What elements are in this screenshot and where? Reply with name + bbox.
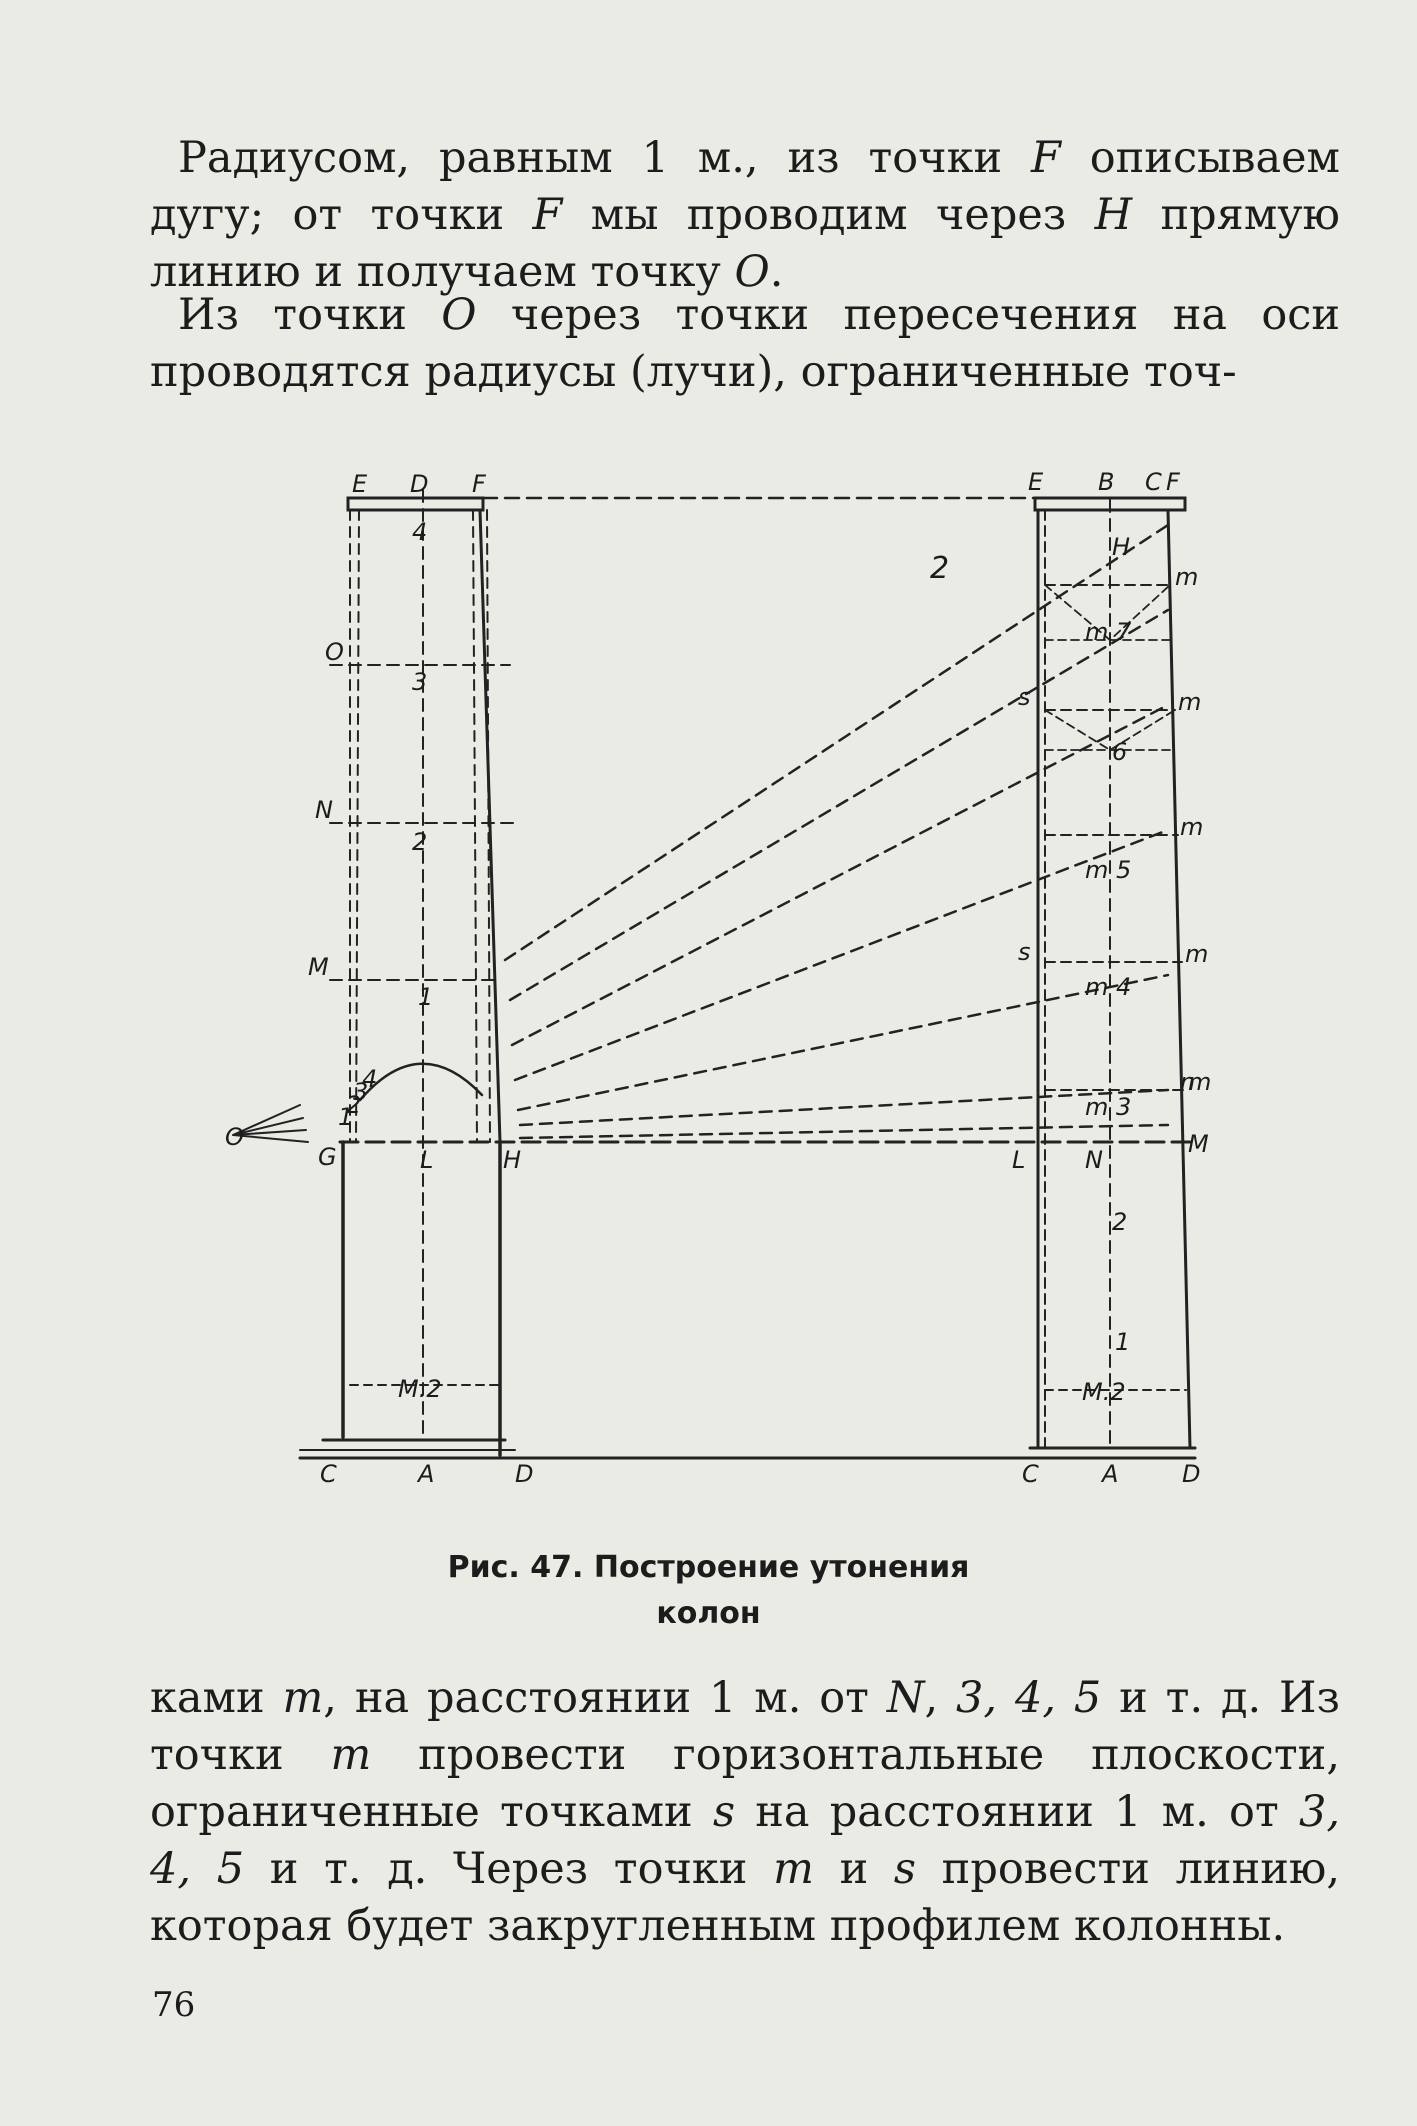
paragraph-1: Радиусом, равным 1 м., из точки F описыв… [150, 130, 1340, 301]
label-A-right: A [1100, 1460, 1118, 1488]
label-m-4: m [1185, 940, 1208, 968]
point-label: N [886, 1673, 925, 1723]
caption-line-1: Рис. 47. Построение утонения [447, 1550, 970, 1585]
text-run: мы проводим через [562, 190, 1095, 240]
label-small-3: 3 [353, 1078, 368, 1106]
left-capital [346, 496, 485, 512]
label-m-1: m [1175, 563, 1198, 591]
label-m4: m 4 [1085, 973, 1131, 1001]
rays [503, 523, 1170, 1140]
point-label: F [1031, 133, 1061, 183]
text-run: . [769, 247, 784, 297]
text-run: через точки пересечения на оси проводятс… [150, 290, 1340, 397]
point-label: m [330, 1730, 372, 1780]
label-s-1: s [1018, 683, 1031, 711]
point-label: m [282, 1673, 324, 1723]
left-column [232, 489, 1197, 1460]
caption-line-2: колон [656, 1596, 761, 1631]
label-m7: m 7 [1085, 618, 1132, 646]
text-run: на расстоянии 1 м. от [735, 1787, 1299, 1837]
paragraph-2: Из точки O через точки пересечения на ос… [150, 287, 1340, 401]
label-axis-4: 4 [412, 518, 427, 546]
label-right-1: 1 [1115, 1328, 1130, 1356]
label-axis-1: 1 [418, 983, 433, 1011]
point-label: H [1094, 190, 1133, 240]
label-axis-3: 3 [412, 668, 427, 696]
label-small-4: 4 [362, 1065, 377, 1093]
label-G: G [318, 1143, 337, 1171]
text-run: прямую линию и получаем точку [150, 190, 1340, 297]
label-L-right: L [1012, 1146, 1025, 1174]
label-O: O [225, 1123, 244, 1151]
label-C-left: C [320, 1460, 337, 1488]
label-A-left: A [416, 1460, 434, 1488]
text-run: описываем дугу; от точки [150, 133, 1340, 240]
text-run: провести линию, которая будет закругленн… [150, 1844, 1341, 1951]
point-label: F [532, 190, 563, 240]
point-label: O [441, 290, 477, 340]
point-numbers: 3, 4, 5 [956, 1673, 1102, 1723]
label-m5: m 5 [1085, 856, 1131, 884]
label-M-right: M [1188, 1130, 1209, 1158]
label-O-upper: O [325, 638, 344, 666]
label-E-right: E [1028, 468, 1044, 496]
text-run: и т. д. Через точки [244, 1844, 774, 1894]
text-run: Радиусом, равным 1 м., из точки [178, 133, 1032, 183]
paragraph-3: ками m, на расстоянии 1 м. от N, 3, 4, 5… [150, 1670, 1340, 1955]
label-B: B [1098, 468, 1114, 496]
label-N-right: N [1085, 1146, 1103, 1174]
text-run: и т. д. Из точки [150, 1673, 1340, 1780]
label-n: n [1180, 1068, 1195, 1096]
label-M: M [308, 953, 329, 981]
label-small-2: 2 [346, 1091, 361, 1119]
text-run: ками [150, 1673, 283, 1723]
text-run: , [924, 1673, 957, 1723]
label-D-left: D [410, 470, 428, 498]
page-number: 76 [152, 1985, 196, 2025]
label-axis-2: 2 [412, 828, 427, 856]
label-F-right: F [1166, 468, 1181, 496]
label-C-right: C [1145, 468, 1162, 496]
label-m-3: m [1180, 813, 1203, 841]
label-F-left: F [472, 470, 487, 498]
label-m3: m 3 [1085, 1093, 1131, 1121]
point-label: s [893, 1844, 916, 1894]
label-6: 6 [1112, 738, 1127, 766]
label-right-2: 2 [1112, 1208, 1127, 1236]
right-column [1028, 496, 1197, 1450]
text-run: , на расстоянии 1 м. от [323, 1673, 887, 1723]
point-label: s [712, 1787, 736, 1837]
label-m-5: m [1188, 1068, 1211, 1096]
label-small-1: 1 [338, 1103, 353, 1131]
label-D-right-bottom: D [1182, 1460, 1200, 1488]
label-ray-2: 2 [930, 551, 949, 586]
text-run: провести горизонтальные плоскости, огран… [150, 1730, 1340, 1837]
figure-caption: Рис. 47. Построение утонения колон [0, 1545, 1417, 1637]
point-numbers: 3, 4, 5 [150, 1787, 1340, 1894]
label-D-left-bottom: D [515, 1460, 533, 1488]
text-run: Из точки [178, 290, 442, 340]
point-label: O [734, 247, 770, 297]
label-N: N [315, 796, 333, 824]
label-C-right-bottom: C [1022, 1460, 1039, 1488]
point-label: m [773, 1844, 814, 1894]
label-H-left: H [503, 1146, 521, 1174]
text-run: и [813, 1844, 894, 1894]
label-L-left: L [420, 1146, 433, 1174]
label-right-M2: M.2 [1082, 1378, 1126, 1406]
label-m-2: m [1178, 688, 1201, 716]
label-s-2: s [1018, 938, 1031, 966]
label-E-left: E [352, 470, 368, 498]
label-H-right: H [1112, 533, 1130, 561]
label-axis-M2: M.2 [398, 1375, 442, 1403]
